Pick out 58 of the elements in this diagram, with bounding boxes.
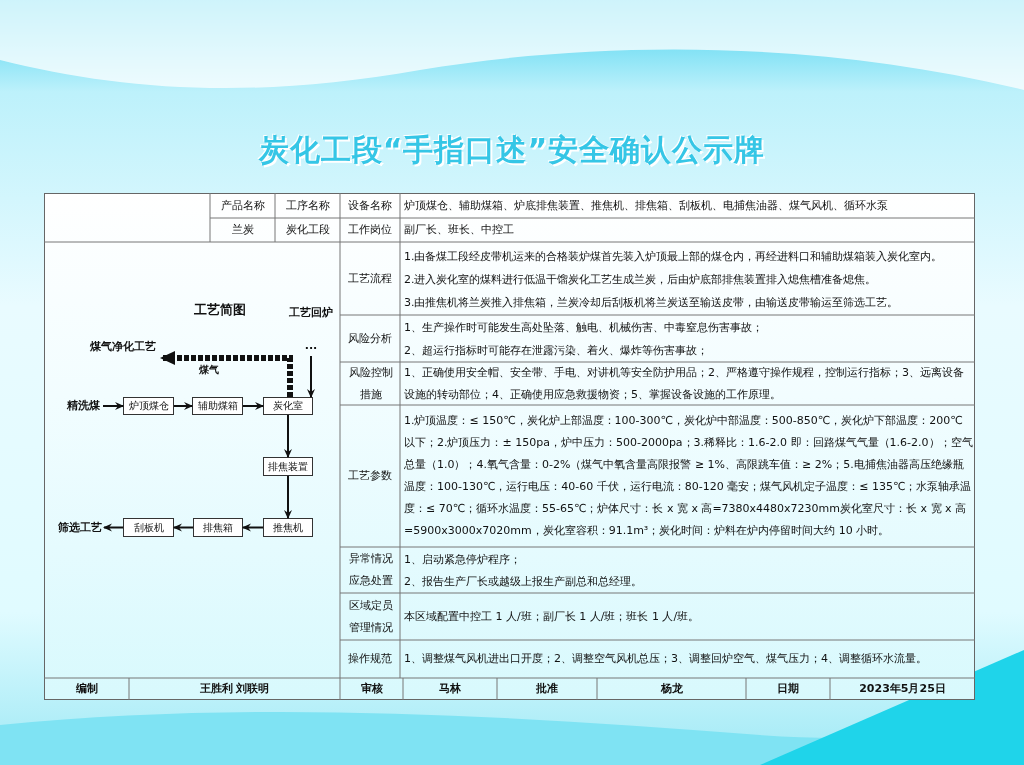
table-header: 工序名称 — [284, 197, 331, 214]
process-box: 辅助煤箱 — [192, 397, 243, 415]
title: 炭化工段“手指口述”安全确认公示牌 — [257, 130, 767, 169]
row-heading: 风险分析 — [347, 330, 393, 347]
table-text: 1、启动紧急停炉程序； — [403, 551, 522, 568]
signature-name: 王胜利 刘联明 — [198, 681, 271, 697]
date-text: 2023年5月25日 — [858, 681, 947, 697]
footer-label: 编制 — [74, 681, 99, 697]
row-heading: 区域定员管理情况 — [348, 597, 394, 636]
arrow — [307, 355, 315, 398]
footer-label: 日期 — [776, 681, 800, 697]
process-box: 推焦机 — [263, 518, 313, 537]
table-text: 2.进入炭化室的煤料进行低温干馏炭化工艺生成兰炭，后由炉底部排焦装置排入熄焦槽准备熄焦。 — [403, 271, 878, 288]
process-box: 排焦箱 — [193, 518, 243, 537]
process-box: 刮板机 — [123, 518, 174, 537]
arrow — [242, 402, 264, 410]
arrow — [103, 523, 124, 532]
arrow — [242, 523, 264, 532]
diagram-heading: 工艺简图 — [193, 301, 247, 319]
row-heading: 工艺参数 — [347, 468, 393, 484]
table-header: 设备名称 — [347, 197, 393, 214]
table-text: 1、正确使用安全帽、安全带、手电、对讲机等安全防护用品；2、严格遵守操作规程，控制运行指标；3、远离设备设施的转动部位；4、正确使用应急救援物资；5、掌握设备设施的工作原理。 — [403, 364, 965, 403]
table-header: 炭化工段 — [284, 222, 331, 238]
arrow — [284, 475, 292, 519]
footer-label: 审核 — [359, 681, 384, 697]
arrow — [102, 402, 124, 410]
arrow — [173, 402, 193, 410]
row-heading: 操作规范 — [347, 651, 393, 667]
process-box: 炭化室 — [263, 397, 313, 415]
table-text: 1.由备煤工段经皮带机运来的合格装炉煤首先装入炉顶最上部的煤仓内，再经进料口和辅助煤箱装入炭化室内。 — [403, 248, 944, 265]
table-text: 2、报告生产厂长或越级上报生产副总和总经理。 — [403, 573, 643, 590]
process-box: 炉顶煤仓 — [123, 397, 174, 415]
arrow — [173, 523, 194, 532]
process-box: 排焦装置 — [263, 457, 313, 476]
table-text: 1、生产操作时可能发生高处坠落、触电、机械伤害、中毒窒息伤害事故； — [403, 319, 764, 336]
table-text: 炉顶煤仓、辅助煤箱、炉底排焦装置、推焦机、排焦箱、刮板机、电捕焦油器、煤气风机、循环水泵 — [403, 197, 889, 214]
arrow — [160, 351, 293, 397]
arrow — [284, 414, 292, 458]
table-header: 兰炭 — [230, 222, 255, 238]
table-text: 2、超运行指标时可能存在泄露污染、着火、爆炸等伤害事故； — [403, 342, 709, 359]
process-label: 煤气净化工艺 — [85, 336, 161, 358]
table-text: 1.炉顶温度：≤ 150℃，炭化炉上部温度：100-300℃，炭化炉中部温度：500-850℃，炭化炉下部温度：200℃以下；2.炉顶压力：± 150pa，炉中压力：500-2000pa；3.稀释比：1.6-2.0 即：回路煤气气量（1.6-2.0）；空气总量（1.0）；4.氧气含量：0-2%（煤气中氧含量高限报警 ≥ 1%、高限跳车值：≥ 2%；5.电捕焦油器高压绝缘瓶温度：100-130℃，运行电压：40-60 千伏，运行电流：80-120 毫安；煤气风机定子温度：≤ 135℃；水泵轴承温度：≤ 70℃；循环水温度：55-65℃；炉体尺寸：长 x 宽 x 高=7380x4480x7230mm炭化室尺寸：长 x 宽 x 高=5900x3000x7020mm，炭化室容积：91.1m³；炭化时间：炉料在炉内停留时间大约 10 小时。 — [403, 413, 974, 539]
footer-label: 批准 — [535, 681, 559, 697]
table-header: 工作岗位 — [347, 222, 393, 238]
edge-label: 煤气 — [198, 363, 220, 377]
table-text: 3.由推焦机将兰炭推入排焦箱，兰炭冷却后刮板机将兰炭送至输送皮带，由输送皮带输运至筛选工艺。 — [403, 294, 900, 311]
process-label: 精洗煤 — [64, 396, 103, 416]
process-label: 工艺回炉 ··· — [288, 306, 334, 356]
table-text: 副厂长、班长、中控工 — [403, 222, 515, 238]
signature-name: 马林 — [438, 681, 462, 697]
row-heading: 异常情况应急处置 — [348, 551, 394, 589]
signature-name: 杨龙 — [659, 681, 684, 697]
table-text: 本区域配置中控工 1 人/班；副厂长 1 人/班；班长 1 人/班。 — [403, 608, 701, 625]
process-label: 筛选工艺 — [56, 518, 104, 537]
table-header: 产品名称 — [219, 197, 266, 214]
table-text: 1、调整煤气风机进出口开度；2、调整空气风机总压；3、调整回炉空气、煤气压力；4、调整循环水流量。 — [403, 651, 928, 667]
row-heading: 风险控制措施 — [348, 364, 394, 403]
row-heading: 工艺流程 — [347, 270, 393, 287]
